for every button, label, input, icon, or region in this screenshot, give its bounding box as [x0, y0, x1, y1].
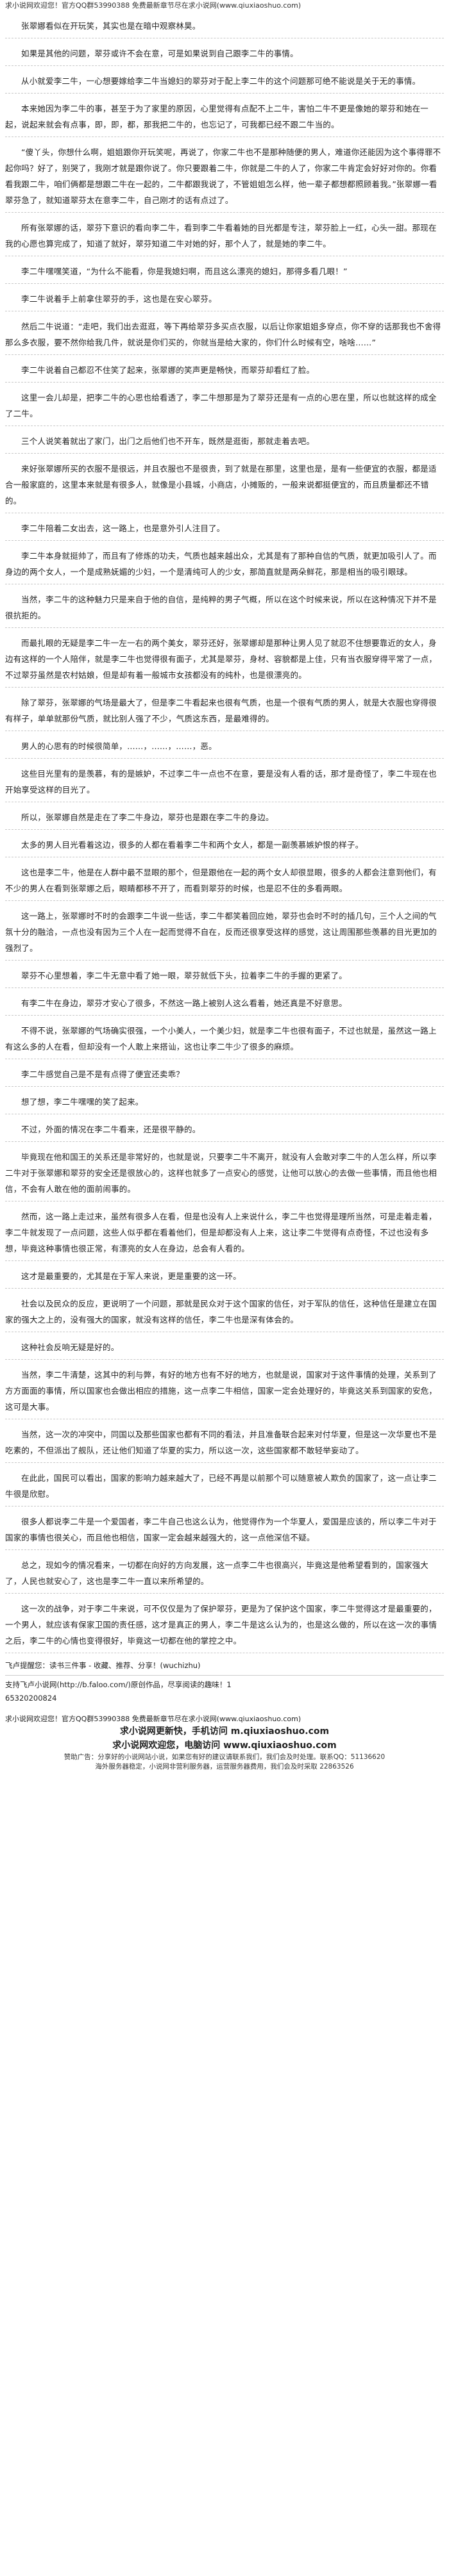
paragraph: 这些目光里有的是羡慕，有的是嫉妒，不过李二牛一点也不在意，要是没有人看的话，那才…	[5, 766, 444, 802]
paragraph: 如果是其他的问题，翠芬或许不会在意，可是如果说到自己跟李二牛的事情。	[5, 45, 444, 66]
paragraph: 当然，李二牛清楚，这其中的利与弊，有好的地方也有不好的地方，也就是说，国家对于这…	[5, 1367, 444, 1419]
paragraph: 三个人说笑着就出了家门，出门之后他们也不开车，既然是逛街，那就走着去吧。	[5, 433, 444, 454]
code-line: 65320200824	[5, 1694, 57, 1703]
paragraph: 毕竟现在他和国王的关系还是非常好的，也就是说，只要李二牛不离开，就没有人会敢对李…	[5, 1149, 444, 1201]
paragraph: 然而，这一路上走过来，虽然有很多人在看，但是也没有人上来说什么，李二牛也觉得是理…	[5, 1209, 444, 1261]
paragraph: 当然，这一次的冲突中，同国以及那些国家也都有不同的看法，并且准备联合起来对付华夏…	[5, 1426, 444, 1463]
paragraph: 这也是李二牛，他是在人群中最不显眼的那个，但是跟他在一起的两个女人却很显眼，很多…	[5, 864, 444, 901]
site-footer: 求小说网欢迎您！官方QQ群53990388 免费最新章节尽在求小说网(www.q…	[5, 1714, 444, 1772]
paragraph: 在此此，国民可以看出，国家的影响力越来越大了，已经不再是以前那个可以随意被人欺负…	[5, 1470, 444, 1507]
footer-banner: 求小说网欢迎您！官方QQ群53990388 免费最新章节尽在求小说网(www.q…	[5, 1715, 301, 1723]
end-note: 飞卢提醒您：读书三件事 - 收藏、推荐、分享！(wuchizhu)	[5, 1661, 201, 1670]
paragraph: 这一路上，张翠娜时不时的会跟李二牛说一些话，李二牛都笑着回应她，翠芬也会时不时的…	[5, 908, 444, 961]
paragraph: 李二牛说着自己都忍不住笑了起来，张翠娜的笑声更是畅快，而翠芬却看红了脸。	[5, 362, 444, 383]
paragraph: 男人的心思有的时候很简单，……，……，……，恶。	[5, 738, 444, 759]
paragraph: 本来她因为李二牛的事，甚至于为了家里的原因，心里觉得有点配不上二牛，害怕二牛不更…	[5, 101, 444, 137]
paragraph: 社会以及民众的反应，更说明了一个问题，那就是民众对于这个国家的信任，对于军队的信…	[5, 1296, 444, 1332]
paragraph: 很多人都说李二牛是一个爱国者，李二牛自己也这么认为，他觉得作为一个华夏人，爱国是…	[5, 1514, 444, 1550]
paragraph: 总之，现如今的情况看来，一切都在向好的方向发展，这一点李二牛也很高兴，毕竟这是他…	[5, 1557, 444, 1594]
paragraph: 不过，外面的情况在李二牛看来，还是很平静的。	[5, 1121, 444, 1142]
paragraph: 有李二牛在身边，翠芬才安心了很多，不然这一路上被别人这么看着，她还真是不好意思。	[5, 995, 444, 1016]
paragraph: 来好张翠娜所买的衣服不是很远，并且衣服也不是很贵，到了就是在那里，这里也是，是有…	[5, 461, 444, 513]
paragraph: 除了翠芬，张翠娜的气场是最大了，但是李二牛看起来也很有气质，也是一个很有气质的男…	[5, 695, 444, 731]
paragraph: 张翠娜看似在开玩笑，其实也是在暗中观察林昊。	[5, 18, 444, 38]
paragraph: 这一次的战争，对于李二牛来说，可不仅仅是为了保护翠芬，更是为了保护这个国家，李二…	[5, 1601, 444, 1653]
article-body: 张翠娜看似在开玩笑，其实也是在暗中观察林昊。如果是其他的问题，翠芬或许不会在意，…	[5, 10, 444, 1653]
paragraph: 李二牛感觉自己是不是有点得了便宜还卖乖？	[5, 1066, 444, 1087]
paragraph: 想了想，李二牛嘿嘿的笑了起来。	[5, 1094, 444, 1114]
paragraph: 翠芬不心里想着，李二牛无意中看了她一眼，翠芬就低下头，拉着李二牛的手握的更紧了。	[5, 968, 444, 988]
paragraph: 这种社会反响无疑是好的。	[5, 1339, 444, 1360]
paragraph: 而最扎眼的无疑是李二牛一左一右的两个美女，翠芬还好，张翠娜却是那种让男人见了就忍…	[5, 635, 444, 688]
paragraph: 这才是最重要的，尤其是在于军人来说，更是重要的这一环。	[5, 1268, 444, 1289]
signature-line: 支持飞卢小说网(http://b.faloo.com/)原创作品，尽享阅读的趣味…	[5, 1680, 232, 1689]
paragraph: 当然，李二牛的这种魅力只是来自于他的自信，是纯粹的男子气概，所以在这个时候来说，…	[5, 591, 444, 628]
paragraph: 李二牛本身就挺帅了，而且有了修炼的功夫，气质也越来越出众，尤其是有了那种自信的气…	[5, 548, 444, 584]
footer-server-note: 海外服务器稳定，小说网非营利服务器，运营服务器费用，我们会及时采取 228635…	[95, 1763, 354, 1771]
paragraph: “傻丫头，你想什么啊，姐姐跟你开玩笑呢，再说了，你家二牛也不是那种随便的男人，难…	[5, 144, 444, 213]
paragraph: 这里一会儿却是，把李二牛的心思也给看透了，李二牛想那是为了翠芬还是有一点的心思在…	[5, 390, 444, 426]
footer-desktop-link[interactable]: 求小说网欢迎您，电脑访问 www.qiuxiaoshuo.com	[112, 1740, 337, 1751]
paragraph: 所有张翠娜的话，翠芬下意识的看向李二牛，看到李二牛看着她的目光都是专注，翠芬脸上…	[5, 220, 444, 256]
top-banner: 求小说网欢迎您！官方QQ群53990388 免费最新章节尽在求小说网(www.q…	[5, 1, 301, 10]
divider	[5, 1675, 444, 1676]
footer-mobile-link[interactable]: 求小说网更新快，手机访问 m.qiuxiaoshuo.com	[119, 1726, 330, 1737]
paragraph: 从小就爱李二牛，一心想要嫁给李二牛当媳妇的翠芬对于配上李二牛的这个问题那可绝不能…	[5, 73, 444, 94]
paragraph: 然后二牛说道：“走吧，我们出去逛逛，等下再给翠芬多买点衣服，以后让你家姐姐多穿点…	[5, 318, 444, 355]
footer-ad-note: 赞助广告：分享好的小说网站小说，如果您有好的建议请联系我们，我们会及时处理。联系…	[64, 1753, 385, 1761]
paragraph: 李二牛说着手上前拿住翠芬的手，这也是在安心翠芬。	[5, 291, 444, 311]
paragraph: 李二牛陪着二女出去，这一路上，也是意外引人注目了。	[5, 520, 444, 541]
paragraph: 不得不说，张翠娜的气场确实很强，一个小美人，一个美少妇，就是李二牛也很有面子，不…	[5, 1023, 444, 1059]
paragraph: 李二牛嘿嘿笑道，“为什么不能看，你是我媳妇啊，而且这么漂亮的媳妇，那得多看几眼！…	[5, 263, 444, 284]
paragraph: 太多的男人目光看着这边，很多的人都在看着李二牛和两个女人，都是一副羡慕嫉妒恨的样…	[5, 837, 444, 857]
paragraph: 所以，张翠娜自然是走在了李二牛身边，翠芬也是跟在李二牛的身边。	[5, 809, 444, 830]
